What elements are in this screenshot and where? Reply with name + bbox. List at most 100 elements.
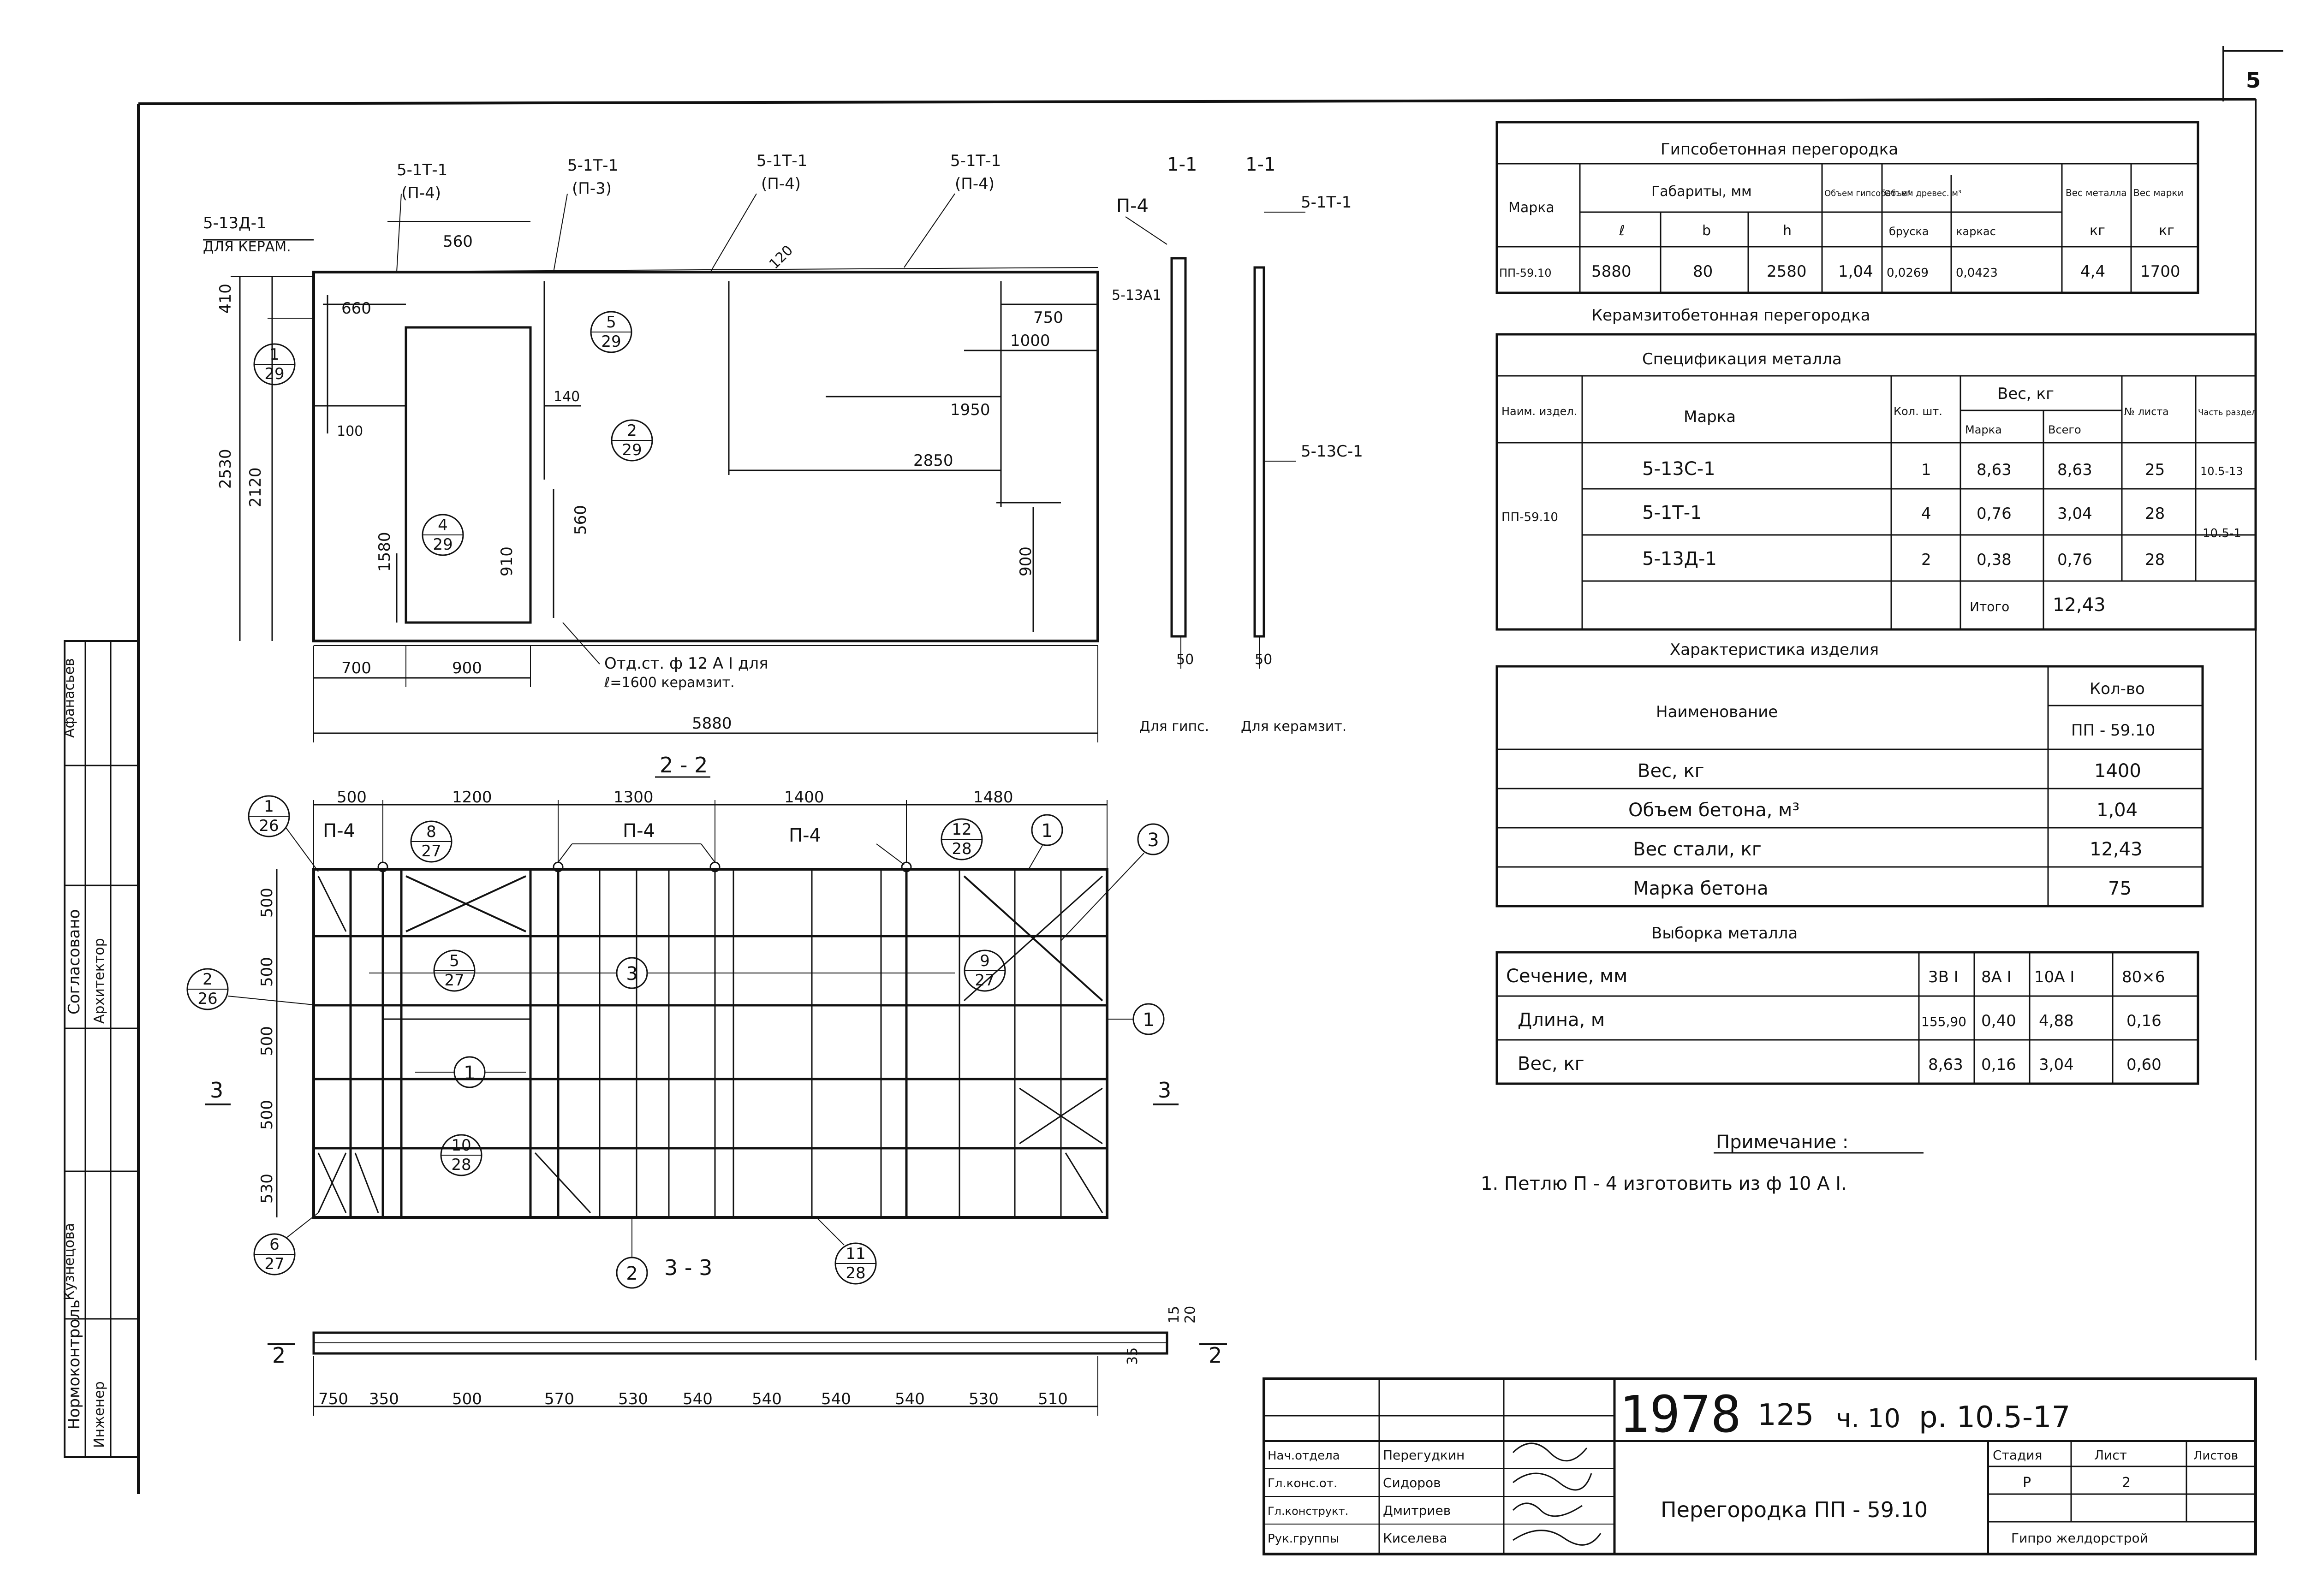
pos-mark-2: 2 [616, 1217, 648, 1289]
metal-r1-v3: 4,88 [2039, 1012, 2074, 1030]
plan-dim-4: 570 [544, 1390, 574, 1408]
dim-2120: 2120 [246, 467, 265, 507]
spec-total-label: Итого [1970, 599, 2009, 614]
svg-text:27: 27 [421, 842, 441, 860]
gips-h-obem: Объем гипсобет. м³ [1824, 189, 1911, 198]
char-r2-name: Объем бетона, м³ [1628, 800, 1799, 821]
tb-sheet: 2 [2122, 1475, 2131, 1491]
char-r4-name: Марка бетона [1633, 878, 1769, 899]
gips-r-l: 5880 [1591, 262, 1632, 281]
svg-text:28: 28 [846, 1264, 865, 1282]
tb-year: 1978 [1619, 1385, 1741, 1444]
spec-r2-marka: 5-1Т-1 [1642, 502, 1702, 523]
frame-bubble-11-28: 11 28 [816, 1217, 877, 1285]
callout-7: 5-1Т-1 [950, 152, 1001, 170]
svg-text:29: 29 [433, 535, 453, 554]
callout-16: 5-13С-1 [1301, 442, 1363, 461]
frame-top-dim-1: 500 [337, 788, 367, 807]
char-r1-name: Вес, кг [1638, 760, 1704, 782]
ref-bubble-1-29: 1 29 [253, 343, 296, 386]
tb-role-1: Нач.отдела [1268, 1449, 1340, 1463]
loop-label-3: П-4 [789, 825, 821, 846]
char-r3-name: Вес стали, кг [1633, 839, 1762, 860]
dim-660: 660 [341, 299, 371, 318]
ref-bubble-5-29: 5 29 [590, 311, 632, 353]
tb-sheets-header: Листов [2193, 1449, 2238, 1463]
side-stamp: Согласовано Нормоконтроль Афанасьев Кузн… [61, 640, 139, 1458]
side-stamp-soglasovano: Согласовано [65, 909, 83, 1015]
svg-text:28: 28 [451, 1156, 471, 1174]
spec-r2-ves: 0,76 [1977, 504, 2012, 523]
gips-r-marka: ПП-59.10 [1499, 267, 1551, 279]
metal-h-section: Сечение, мм [1506, 966, 1627, 987]
dim-560: 560 [443, 232, 473, 251]
metal-h-2: 8А I [1981, 968, 2012, 986]
dim-1950: 1950 [950, 401, 990, 419]
spec-r3-vsego: 0,76 [2057, 551, 2092, 569]
side-stamp-name-1: Афанасьев [61, 658, 77, 738]
dim-5880: 5880 [692, 714, 732, 733]
gips-table: Гипсобетонная перегородка Марка Габариты… [1495, 121, 2199, 294]
char-r3-val: 12,43 [2090, 839, 2143, 860]
frame-bubble-8-27: 8 27 [410, 820, 453, 863]
spec-h-list: № листа [2124, 406, 2169, 418]
gips-h-gabarity: Габариты, мм [1651, 184, 1752, 200]
pos-mark-1b: 1 [1028, 814, 1063, 870]
pos-mark-1c: 1 [1107, 1003, 1165, 1035]
dim-1580: 1580 [375, 532, 394, 572]
side-dim-20: 20 [1182, 1306, 1198, 1323]
frame-left-dim-5: 530 [258, 1174, 276, 1204]
tb-sheet-header: Лист [2094, 1448, 2127, 1463]
note-text: 1. Петлю П - 4 изготовить из ф 10 А I. [1481, 1173, 1847, 1194]
dim-900-v: 900 [1017, 546, 1035, 576]
metal-h-1: 3В I [1928, 968, 1959, 986]
gips-h-ves-met: Вес металла [2066, 187, 2127, 198]
dim-910: 910 [498, 546, 516, 576]
plan-dim-5: 530 [618, 1390, 648, 1408]
elevation-view: 5-1Т-1 (П-4) 5-1Т-1 (П-3) 5-1Т-1 (П-4) 5… [203, 152, 1363, 742]
spec-h-ves-marka: Марка [1965, 423, 2002, 436]
dim-750: 750 [1033, 309, 1063, 327]
side-dim-35: 35 [1125, 1347, 1141, 1365]
dim-410: 410 [216, 284, 235, 314]
svg-text:29: 29 [264, 365, 284, 383]
char-title: Характеристика изделия [1670, 641, 1879, 659]
char-h-qty-sub: ПП - 59.10 [2071, 721, 2155, 740]
keram-title: Керамзитобетонная перегородка [1591, 306, 1870, 325]
frame-bubble-1-26: 1 26 [248, 795, 319, 872]
plan-dim-8: 540 [821, 1390, 851, 1408]
gips-sh-b: b [1702, 223, 1711, 239]
gips-r-h: 2580 [1767, 262, 1807, 281]
frame-bubble-6-27: 6 27 [253, 1212, 319, 1276]
tb-name-3: Дмитриев [1383, 1503, 1451, 1518]
gips-r-karkas: 0,0423 [1956, 266, 1998, 280]
rebar-note: Отд.ст. ф 12 А I для [604, 654, 768, 673]
char-r2-val: 1,04 [2096, 800, 2138, 821]
spec-h-kol: Кол. шт. [1894, 405, 1942, 418]
label-keram: Для керамзит. [1241, 718, 1346, 735]
svg-text:27: 27 [975, 971, 995, 990]
side-dim-15: 15 [1166, 1306, 1182, 1323]
dim-140: 140 [554, 389, 580, 405]
svg-text:27: 27 [264, 1255, 284, 1273]
gips-sh-l: ℓ [1619, 223, 1625, 239]
spec-r2-kol: 4 [1921, 504, 1931, 523]
gips-r-brus: 0,0269 [1887, 266, 1929, 280]
plan-dim-3: 500 [452, 1390, 482, 1408]
sheet-frame: 5 [137, 46, 2283, 1494]
svg-text:2: 2 [626, 1263, 637, 1284]
rebar-note-2: ℓ=1600 керамзит. [604, 675, 735, 691]
plan-cut-left: 2 [272, 1343, 286, 1368]
char-table: Наименование Кол-во ПП - 59.10 Вес, кг 1… [1495, 665, 2204, 908]
spec-r3-marka: 5-13Д-1 [1642, 548, 1717, 570]
label-gips: Для гипс. [1139, 718, 1209, 735]
loop-label-2: П-4 [623, 820, 655, 842]
callout-10: ДЛЯ КЕРАМ. [203, 239, 291, 255]
svg-text:2: 2 [203, 970, 213, 989]
sheet-number: 5 [2246, 68, 2261, 93]
dim-900: 900 [452, 659, 482, 677]
gips-title: Гипсобетонная перегородка [1661, 140, 1898, 159]
metal-r1-v2: 0,40 [1981, 1012, 2016, 1030]
dim-120: 120 [766, 242, 796, 272]
